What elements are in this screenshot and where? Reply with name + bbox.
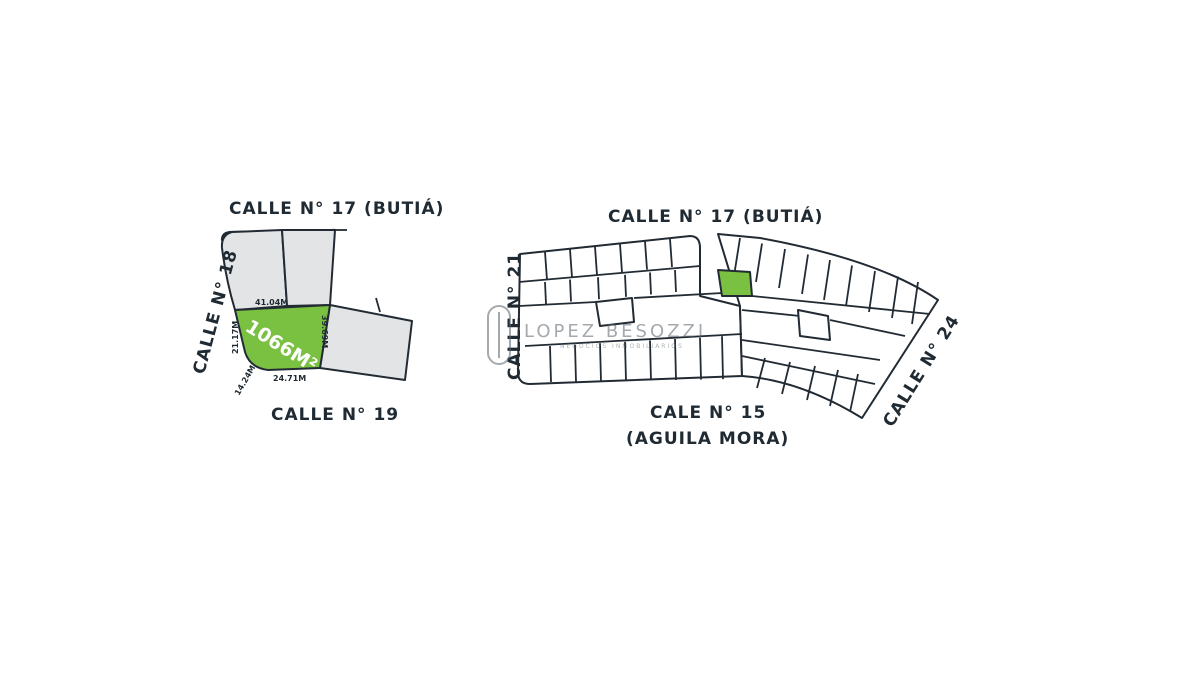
lot-line	[741, 339, 881, 361]
right-street-top: CALLE N° 17 (BUTIÁ)	[608, 205, 823, 227]
left-street-left: CALLE N° 18	[190, 247, 242, 376]
watermark: LOPEZ BESOZZI NEGOCIOS INMOBILIARIOS	[487, 305, 706, 365]
common-area-right	[797, 309, 831, 341]
lot-grid	[518, 237, 931, 413]
dim-right: 39.69M	[320, 315, 329, 348]
lot-line	[674, 338, 677, 381]
lot-line	[721, 336, 724, 380]
lot-line	[733, 237, 741, 277]
lot-line	[674, 269, 677, 293]
lot-right	[319, 304, 413, 381]
lot-line	[755, 243, 763, 283]
lot-line	[574, 344, 577, 382]
lot-line	[569, 279, 572, 302]
common-area-left	[595, 297, 635, 327]
dim-corner: 14.24M	[233, 364, 257, 397]
lot-line	[669, 238, 673, 268]
lot-line	[597, 277, 600, 300]
lot-line	[823, 259, 831, 301]
lot-line	[751, 295, 931, 315]
left-street-bottom: CALLE N° 19	[271, 405, 399, 425]
lot-line	[741, 309, 801, 317]
lot-line	[781, 361, 791, 395]
lot-line	[569, 249, 573, 278]
lot-line	[518, 265, 701, 283]
watermark-name: LOPEZ BESOZZI	[524, 321, 706, 342]
lot-line	[868, 270, 876, 313]
lot-highlighted[interactable]	[234, 304, 331, 371]
lot-top-right	[281, 229, 336, 307]
watermark-logo-icon	[487, 305, 511, 365]
lot-line	[806, 365, 816, 401]
lot-line	[756, 357, 766, 389]
lot-line	[649, 340, 652, 381]
watermark-tagline: NEGOCIOS INMOBILIARIOS	[560, 343, 684, 350]
lot-line	[829, 319, 906, 337]
lot-line	[911, 281, 919, 325]
lot-line	[518, 301, 597, 307]
dim-bottom: 24.71M	[273, 374, 306, 383]
lot-line	[849, 373, 859, 413]
lot-line	[829, 369, 839, 407]
lot-line	[594, 246, 598, 275]
lot-line	[801, 254, 809, 295]
lot-line	[649, 272, 652, 295]
lot-line	[544, 251, 548, 281]
lot-line	[624, 274, 627, 297]
lot-line	[699, 337, 702, 380]
right-street-bottom-2: (AGUILA MORA)	[626, 429, 789, 449]
lot-line	[549, 345, 552, 383]
lot-line	[619, 244, 623, 273]
lot-line	[599, 343, 602, 382]
lot-line	[778, 248, 786, 289]
right-overview-map: CALLE N° 17 (BUTIÁ) CALLE N° 21 CALLE N°…	[505, 205, 964, 449]
lot-line	[544, 281, 547, 305]
overview-lot-highlighted[interactable]	[717, 269, 753, 297]
lot-line	[644, 241, 648, 270]
left-detail-map: 1066M² 41.04M 21.17M 39.69M 24.71M 14.24…	[190, 197, 444, 425]
lot-line	[524, 333, 743, 347]
lot-line	[624, 341, 627, 381]
lot-tick	[375, 297, 381, 313]
right-street-bottom-1: CALE N° 15	[650, 403, 766, 423]
lot-line	[845, 265, 853, 307]
dim-top: 41.04M	[255, 298, 288, 307]
dim-left: 21.17M	[231, 321, 240, 354]
left-street-top: CALLE N° 17 (BUTIÁ)	[229, 197, 444, 219]
